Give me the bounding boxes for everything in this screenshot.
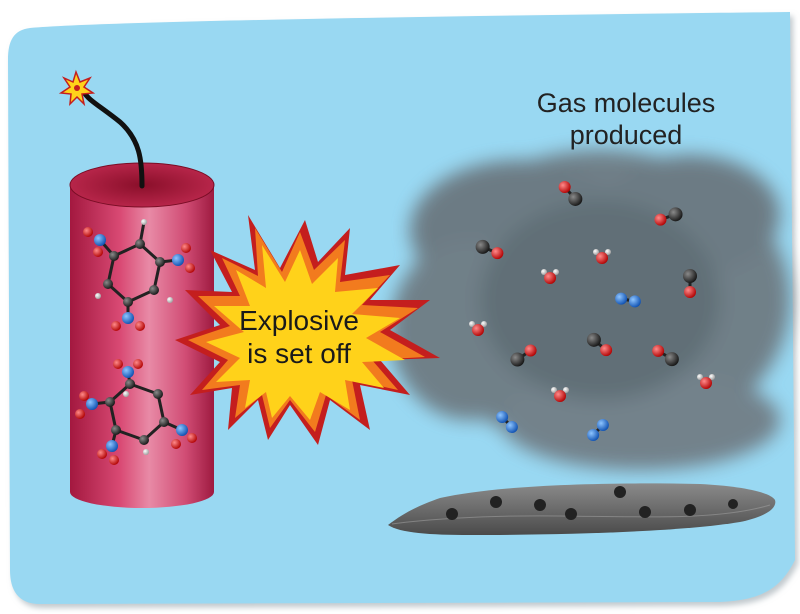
nitrogen-atom	[596, 418, 609, 431]
carbon-atom	[664, 352, 679, 367]
carbon-atom	[109, 251, 119, 261]
oxygen-atom	[113, 359, 123, 369]
oxygen-atom	[97, 449, 107, 459]
oxygen-atom	[79, 391, 89, 401]
oxygen-atom	[111, 321, 121, 331]
hydrogen-atom	[605, 249, 611, 255]
gas-cloud	[390, 150, 790, 470]
explosion-burst	[175, 215, 440, 445]
carbon-atom	[149, 285, 159, 295]
carbon-atom	[123, 297, 133, 307]
oxygen-atom	[544, 272, 556, 284]
oxygen-atom	[684, 286, 697, 298]
carbon-atom	[155, 257, 165, 267]
carbon-atom	[153, 389, 163, 399]
oxygen-atom	[596, 252, 608, 264]
oxygen-atom	[700, 377, 712, 389]
nitrogen-atom	[505, 421, 518, 434]
hydrogen-atom	[141, 219, 147, 225]
nitrogen-atom	[496, 410, 509, 423]
soot-residue	[388, 483, 776, 535]
carbon-atom	[159, 417, 169, 427]
nitrogen-atom	[106, 440, 118, 452]
carbon-atom	[682, 269, 697, 283]
oxygen-atom	[554, 390, 566, 402]
carbon-atom	[586, 332, 601, 347]
explosive-set-off-label: Explosive is set off	[224, 304, 374, 370]
hydrogen-atom	[95, 293, 101, 299]
nitrogen-atom	[86, 398, 98, 410]
oxygen-atom	[171, 439, 181, 449]
carbon-atom	[510, 352, 525, 367]
spark-icon	[58, 69, 96, 107]
burst-label-line2: is set off	[247, 338, 351, 370]
carbon-atom	[105, 397, 115, 407]
hydrogen-atom	[541, 269, 547, 275]
carbon-atom	[568, 191, 583, 206]
oxygen-atom	[93, 247, 103, 257]
hydrogen-atom	[593, 249, 599, 255]
oxygen-atom	[133, 359, 143, 369]
hydrogen-atom	[697, 374, 703, 380]
nitrogen-atom	[587, 429, 600, 442]
nitrogen-atom	[122, 366, 134, 378]
fuse	[81, 89, 145, 189]
gas-label-line1: Gas molecules	[536, 88, 716, 118]
oxygen-atom	[472, 324, 484, 336]
hydrogen-atom	[469, 321, 475, 327]
oxygen-atom	[491, 247, 504, 260]
oxygen-atom	[524, 344, 537, 357]
nitrogen-atom	[94, 234, 106, 246]
gas-label-line2: produced	[569, 119, 683, 150]
oxygen-atom	[109, 455, 119, 465]
hydrogen-atom	[553, 269, 559, 275]
tnt-atoms	[75, 219, 197, 465]
hydrogen-atom	[143, 449, 149, 455]
gas-molecules-label: Gas molecules produced	[486, 88, 766, 152]
nitrogen-atom	[176, 424, 188, 436]
oxygen-atom	[181, 243, 191, 253]
carbon-atom	[139, 435, 149, 445]
oxygen-atom	[75, 409, 85, 419]
burst-label-line1: Explosive	[239, 305, 359, 336]
burst-yellow-layer	[206, 245, 405, 420]
carbon-atom	[103, 279, 113, 289]
oxygen-atom	[185, 263, 195, 273]
nitrogen-atom	[628, 295, 641, 308]
nitrogen-atom	[122, 312, 134, 324]
hydrogen-atom	[167, 297, 173, 303]
oxygen-atom	[600, 344, 613, 357]
oxygen-atom	[135, 321, 145, 331]
hydrogen-atom	[551, 387, 557, 393]
hydrogen-atom	[709, 374, 715, 380]
carbon-atom	[111, 425, 121, 435]
oxygen-atom	[83, 227, 93, 237]
carbon-atom	[668, 207, 683, 222]
oxygen-atom	[187, 433, 197, 443]
gas-molecules	[469, 181, 715, 442]
hydrogen-atom	[123, 391, 129, 397]
oxygen-atom	[558, 181, 571, 194]
oxygen-atom	[652, 344, 665, 357]
carbon-atom	[475, 239, 490, 254]
oxygen-atom	[654, 213, 667, 226]
hydrogen-atom	[563, 387, 569, 393]
carbon-atom	[135, 239, 145, 249]
carbon-atom	[125, 379, 135, 389]
nitrogen-atom	[615, 292, 628, 305]
hydrogen-atom	[481, 321, 487, 327]
nitrogen-atom	[172, 254, 184, 266]
